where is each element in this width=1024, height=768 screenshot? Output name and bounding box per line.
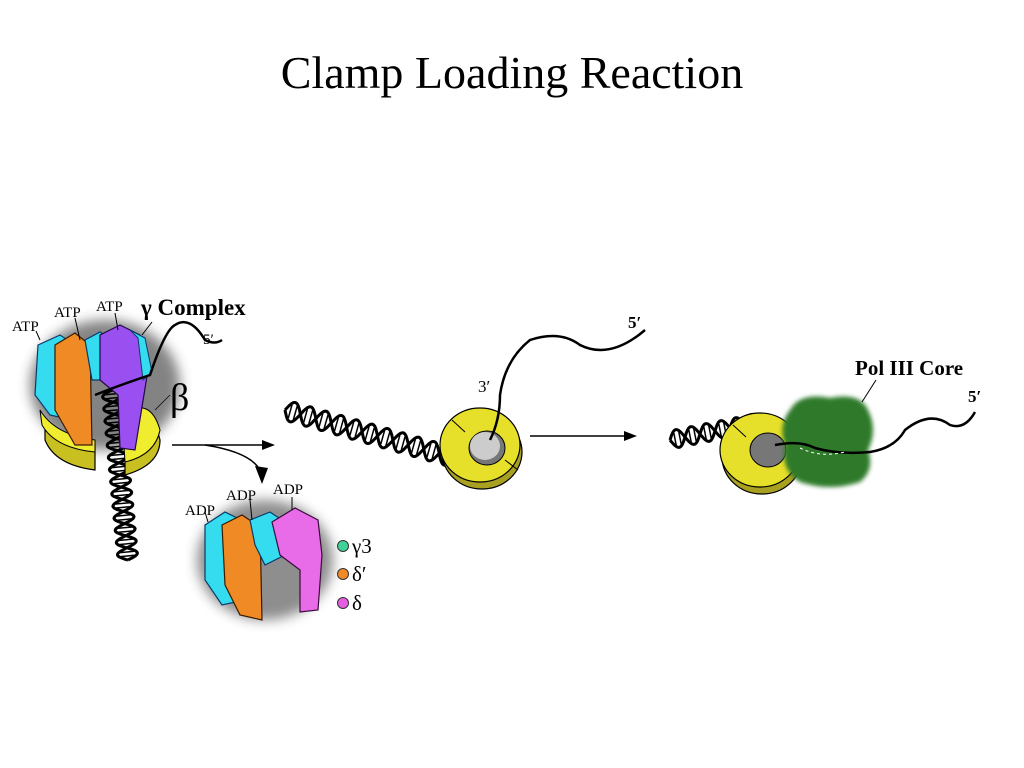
- base-pair: [287, 404, 293, 419]
- base-pair: [693, 428, 697, 442]
- base-pair: [119, 538, 134, 542]
- pol-iii-core-complex: Pol III Core 5′: [668, 356, 981, 495]
- atp-label: ATP: [96, 299, 123, 315]
- base-pair: [111, 457, 126, 461]
- base-pair: [431, 445, 437, 459]
- three-prime-label: 3′: [478, 377, 490, 396]
- legend-delta-prime-dot: [337, 568, 349, 580]
- base-pair: [369, 427, 375, 442]
- five-prime-label: 5′: [968, 387, 981, 406]
- adp-label: ADP: [273, 482, 303, 498]
- base-pair: [349, 421, 355, 436]
- single-strand-dna: [488, 329, 646, 441]
- subunit-legend: γ3 δ′ δ: [337, 534, 372, 615]
- five-prime-label: 5′: [628, 313, 641, 332]
- single-strand-dna: [774, 411, 977, 455]
- base-pair: [117, 518, 132, 521]
- legend-gamma-label: γ3: [351, 534, 372, 558]
- atp-label: ATP: [54, 305, 81, 321]
- adp-label: ADP: [185, 503, 215, 519]
- adp-label: ADP: [226, 488, 256, 504]
- base-pair: [426, 443, 432, 458]
- base-pair: [118, 526, 132, 530]
- pol-iii-core-label: Pol III Core: [855, 356, 963, 380]
- base-pair: [292, 405, 298, 420]
- dna-strand: [283, 401, 472, 471]
- legend-delta-label: δ: [352, 591, 362, 615]
- base-pair: [114, 489, 129, 493]
- base-pair: [115, 501, 130, 505]
- base-pair: [116, 505, 130, 509]
- released-gamma-complex: ADP ADP ADP: [185, 482, 333, 621]
- base-pair: [112, 469, 127, 473]
- legend-delta-prime-label: δ′: [352, 562, 367, 586]
- base-pair: [302, 408, 309, 423]
- base-pair: [673, 432, 677, 446]
- base-pair: [120, 554, 135, 558]
- reaction-arrow-1: [172, 440, 275, 484]
- base-pair: [395, 434, 401, 449]
- base-pair: [118, 530, 133, 534]
- five-prime-label: 5′: [203, 332, 214, 348]
- base-pair: [354, 423, 360, 438]
- base-pair: [116, 514, 131, 517]
- base-pair: [120, 550, 135, 554]
- base-pair: [688, 429, 692, 443]
- pol-iii-core-shape: [782, 396, 873, 487]
- base-pair: [708, 425, 712, 439]
- base-pair: [113, 481, 128, 485]
- base-pair: [703, 426, 707, 440]
- base-pair: [385, 431, 391, 446]
- base-pair: [718, 423, 722, 437]
- delta-subunit: [99, 324, 149, 451]
- base-pair: [308, 410, 314, 425]
- base-pair: [415, 440, 422, 455]
- base-pair: [333, 417, 340, 432]
- base-pair: [113, 477, 128, 481]
- base-pair: [323, 414, 329, 429]
- base-pair: [119, 542, 134, 546]
- atp-label: ATP: [12, 319, 39, 335]
- beta-label: β: [170, 377, 189, 419]
- slide-title: Clamp Loading Reaction: [280, 47, 744, 98]
- base-pair: [410, 439, 417, 453]
- legend-gamma-dot: [337, 540, 349, 552]
- single-strand-dna: [94, 320, 223, 397]
- base-pair: [105, 396, 120, 400]
- reaction-arrow-2: [530, 431, 637, 441]
- gamma-complex-label: γ Complex: [140, 295, 246, 320]
- base-pair: [114, 493, 129, 497]
- delta-prime-subunit: [54, 332, 93, 446]
- gamma-complex-loaded: ATP ATP ATP γ Complex 5′ β: [12, 295, 246, 562]
- base-pair: [318, 413, 324, 427]
- base-pair: [338, 419, 345, 433]
- base-pair: [364, 426, 370, 441]
- base-pair: [400, 436, 406, 451]
- beta-clamp-on-dna: 3′ 5′: [283, 313, 646, 490]
- base-pair: [678, 431, 682, 445]
- legend-delta-dot: [337, 597, 349, 609]
- base-pair: [112, 465, 127, 469]
- base-pair: [380, 430, 386, 445]
- base-pair: [111, 453, 126, 457]
